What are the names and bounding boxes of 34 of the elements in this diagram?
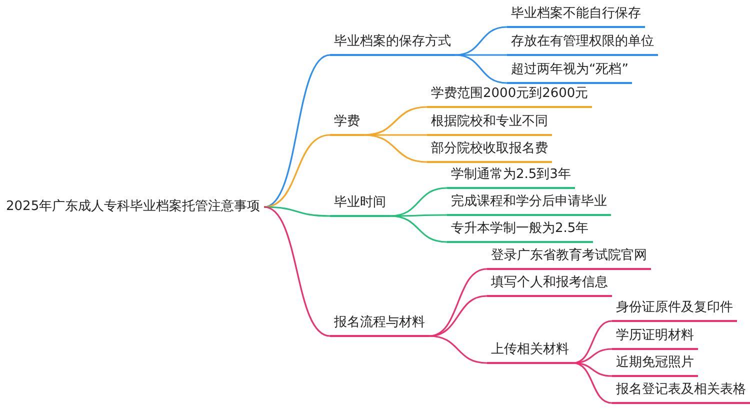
branch-connector bbox=[455, 54, 507, 56]
branch-node: 存放在有管理权限的单位 bbox=[507, 33, 658, 56]
branch-connector bbox=[364, 134, 427, 136]
branch-node: 学制通常为2.5到3年 bbox=[447, 166, 575, 189]
branch-node: 上传相关材料 bbox=[487, 341, 573, 364]
branch-node: 毕业档案不能自行保存 bbox=[507, 5, 645, 28]
branch-node: 毕业时间 bbox=[330, 194, 390, 217]
branch-node: 毕业档案的保存方式 bbox=[330, 33, 455, 56]
branch-node: 完成课程和学分后申请毕业 bbox=[447, 193, 611, 216]
branch-node: 学费 bbox=[330, 113, 364, 136]
branch-connector bbox=[390, 215, 448, 243]
branch-connector bbox=[428, 335, 488, 364]
branch-node: 近期免冠照片 bbox=[612, 354, 698, 377]
branch-node: 学历证明材料 bbox=[612, 327, 698, 350]
branch-connector bbox=[572, 348, 612, 364]
branch-connector bbox=[454, 54, 508, 84]
branch-node: 根据院校和专业不同 bbox=[427, 113, 552, 136]
topic-text: 2025年广东成人专科毕业档案托管注意事项 bbox=[6, 198, 260, 216]
branch-connector bbox=[572, 362, 612, 404]
branch-node: 专升本学制一般为2.5年 bbox=[447, 220, 593, 243]
branch-node: 身份证原件及复印件 bbox=[612, 299, 737, 322]
branch-node: 填写个人和报考信息 bbox=[487, 274, 612, 297]
branch-node: 报名流程与材料 bbox=[330, 314, 429, 337]
branch-connector bbox=[572, 362, 612, 377]
branch-connector bbox=[390, 214, 447, 217]
branch-connector bbox=[264, 206, 330, 217]
branch-node: 学费范围2000元到2600元 bbox=[427, 85, 592, 108]
branch-node: 超过两年视为“死档” bbox=[507, 61, 632, 84]
branch-connector bbox=[364, 134, 428, 163]
branch-node: 部分院校收取报名费 bbox=[427, 140, 552, 163]
branch-node: 报名登记表及相关表格 bbox=[612, 381, 750, 404]
branch-node: 登录广东省教育考试院官网 bbox=[487, 247, 651, 270]
branch-connector bbox=[264, 206, 330, 337]
branch-connector bbox=[428, 295, 488, 337]
